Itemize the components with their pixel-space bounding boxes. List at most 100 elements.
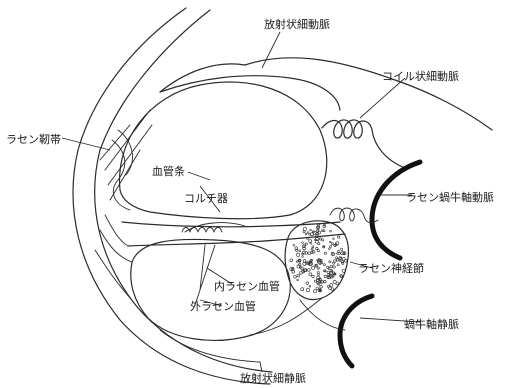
- ganglion-cell-dot: [296, 253, 299, 256]
- ganglion-cell-dot: [297, 279, 299, 281]
- ganglion-cell-dot: [336, 259, 338, 261]
- ganglion-cell-dot: [309, 240, 312, 243]
- label-spiral-ganglion: ラセン神経節: [358, 261, 424, 275]
- ganglion-cell-dot: [340, 257, 342, 259]
- ganglion-cell-dot: [302, 256, 304, 258]
- leader-lines: [62, 32, 420, 372]
- ganglion-cell-dot: [331, 252, 334, 255]
- label-coiled-arteriole: コイル状細動脈: [382, 69, 459, 83]
- ganglion-cell-dot: [317, 250, 319, 252]
- ganglion-cell-dot: [306, 282, 309, 285]
- ganglion-cell-dot: [324, 252, 326, 254]
- ganglion-cell-dot: [320, 281, 322, 283]
- ganglion-cell-dot: [341, 248, 343, 250]
- ganglion-cell-dot: [342, 262, 344, 264]
- modiolar-vein-vessel: [340, 296, 372, 366]
- ganglion-cell-dot: [312, 246, 314, 248]
- label-inner-spiral-vessel: 内ラセン血管: [214, 279, 280, 293]
- ganglion-cell-dot: [313, 290, 316, 293]
- ganglion-cell-dot: [318, 274, 320, 276]
- ganglion-cell-dot: [324, 280, 327, 283]
- ganglion-cell-dot: [320, 285, 323, 288]
- ganglion-cell-dot: [323, 264, 325, 266]
- ganglion-cell-dot: [303, 231, 305, 233]
- spiral-modiolar-artery-vessel: [372, 162, 420, 258]
- label-radiating-venule: 放射状細静脈: [240, 371, 306, 385]
- ganglion-cell-dot: [312, 266, 315, 269]
- ganglion-cell-dot: [333, 266, 335, 268]
- ganglion-cell-dot: [307, 269, 310, 272]
- ganglion-cell-dot: [311, 248, 313, 250]
- ganglion-cell-dot: [329, 248, 331, 250]
- ganglion-cell-dot: [304, 245, 306, 247]
- ganglion-cell-dot: [316, 247, 318, 249]
- ganglion-cell-dot: [318, 242, 320, 244]
- ganglion-cell-dot: [312, 275, 315, 278]
- ganglion-cell-dot: [321, 230, 323, 232]
- ganglion-cell-dot: [338, 236, 340, 238]
- ganglion-cell-dot: [303, 262, 306, 265]
- ganglion-cell-dot: [294, 276, 297, 279]
- ganglion-cell-dot: [297, 274, 300, 277]
- label-outer-spiral-vessel: 外ラセン血管: [190, 299, 256, 313]
- ganglion-cell-dot: [328, 268, 330, 270]
- ganglion-cell-dot: [307, 238, 309, 240]
- coiled-arteriole-vessel: [322, 120, 405, 168]
- ganglion-cell-dot: [337, 264, 339, 266]
- ganglion-cell-dot: [316, 287, 318, 289]
- ganglion-cell-dot: [339, 260, 341, 262]
- ganglion-cell-dot: [309, 285, 311, 287]
- ganglion-cell-dot: [317, 267, 319, 269]
- ganglion-cell-dot: [305, 233, 307, 235]
- ganglion-cell-dot: [309, 234, 311, 236]
- ganglion-cell-dot: [329, 261, 331, 263]
- ganglion-cell-dot: [293, 244, 295, 246]
- ganglion-cell-dot: [330, 245, 332, 247]
- ganglion-cell-dot: [330, 265, 333, 268]
- ganglion-cell-dot: [315, 264, 317, 266]
- ganglion-cell-dot: [310, 229, 312, 231]
- ganglion-cell-dot: [305, 243, 307, 245]
- ganglion-cell-dot: [327, 271, 329, 273]
- label-stria-vascularis: 血管条: [152, 164, 185, 178]
- ganglion-cell-dot: [333, 260, 336, 263]
- ganglion-cell-dot: [307, 232, 309, 234]
- label-organ-of-corti: コルチ器: [184, 192, 228, 205]
- ganglion-cell-dot: [330, 284, 333, 287]
- ganglion-cell-dot: [292, 270, 295, 273]
- ganglion-cell-dot: [306, 288, 309, 291]
- ganglion-cell-dot: [320, 259, 322, 261]
- spiral-vessel-leads: [195, 245, 215, 305]
- ganglion-cell-dot: [329, 241, 331, 243]
- label-spiral-modiolar-artery: ラセン蝸牛軸動脈: [406, 190, 494, 204]
- radiating-arteriole-vessel: [160, 76, 340, 110]
- ganglion-cell-dot: [327, 285, 329, 287]
- label-spiral-ligament: ラセン靭帯: [6, 132, 61, 146]
- ganglion-cell-dot: [308, 252, 311, 255]
- ganglion-cell-dot: [333, 280, 336, 283]
- diagram-labels: 放射状細動脈 コイル状細動脈 ラセン靭帯 血管条 コルチ器 ラセン蝸牛軸動脈 ラ…: [6, 17, 494, 385]
- spiral-ganglion-cluster: [285, 221, 348, 300]
- ganglion-cell-dot: [301, 288, 304, 291]
- ganglion-cell-dot: [309, 273, 312, 276]
- ganglion-cell-dot: [314, 280, 316, 282]
- ganglion-cell-dot: [310, 233, 313, 236]
- ganglion-cell-dot: [303, 260, 306, 263]
- ganglion-cell-dot: [303, 227, 306, 230]
- stria-capillary-network: [95, 110, 152, 300]
- label-radiating-arteriole: 放射状細動脈: [264, 17, 330, 31]
- ganglion-cell-dot: [333, 238, 335, 240]
- ganglion-cell-dot: [317, 272, 319, 274]
- ganglion-cell-dot: [338, 250, 340, 252]
- label-modiolar-vein: 蝸牛軸静脈: [404, 317, 459, 331]
- ganglion-cell-dot: [299, 250, 301, 252]
- ganglion-cell-dot: [290, 259, 293, 262]
- ganglion-cell-dot: [324, 275, 326, 277]
- ganglion-cell-dot: [344, 259, 347, 262]
- ganglion-cell-dot: [319, 238, 321, 240]
- ganglion-cell-dot: [330, 230, 332, 232]
- ganglion-cell-dot: [331, 243, 333, 245]
- ganglion-cell-dot: [302, 242, 304, 244]
- ganglion-cell-dot: [322, 239, 324, 241]
